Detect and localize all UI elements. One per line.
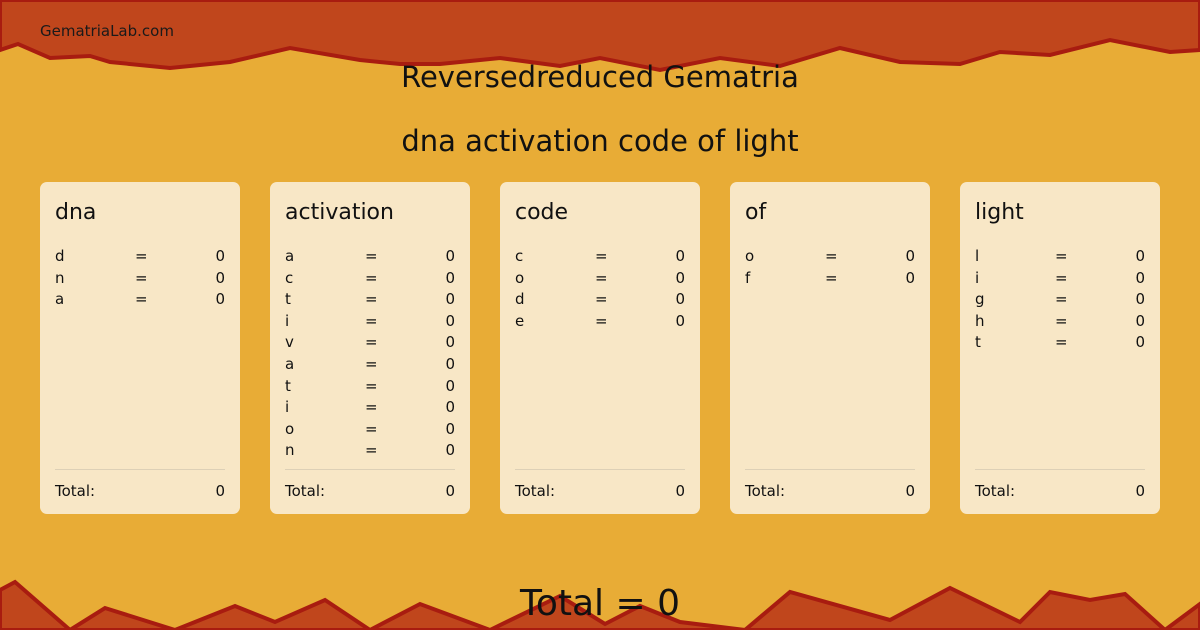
letter-row: a=0 <box>55 290 225 309</box>
word-card-code: code c=0 o=0 d=0 e=0 Total:0 <box>500 182 700 514</box>
letter-row: c=0 <box>285 268 455 287</box>
card-word: activation <box>285 200 394 225</box>
letter-row: d=0 <box>515 290 685 309</box>
letter-row: g=0 <box>975 290 1145 309</box>
word-card-activation: activation a=0 c=0 t=0 i=0 v=0 a=0 t=0 i… <box>270 182 470 514</box>
letter-row: e=0 <box>515 311 685 330</box>
card-word: code <box>515 200 569 225</box>
word-card-of: of o=0 f=0 Total:0 <box>730 182 930 514</box>
top-banner <box>0 0 1200 73</box>
letter-row: t=0 <box>975 333 1145 352</box>
letter-row: t=0 <box>285 376 455 395</box>
letter-row: o=0 <box>515 268 685 287</box>
card-total: Total:0 <box>515 469 685 500</box>
card-word: of <box>745 200 767 225</box>
bottom-banner <box>0 579 1200 630</box>
page-title: Reversedreduced Gematria <box>401 60 799 94</box>
letter-row: d=0 <box>55 247 225 265</box>
letter-row: l=0 <box>975 247 1145 265</box>
letter-row: o=0 <box>745 247 915 265</box>
letter-row: h=0 <box>975 311 1145 330</box>
letter-row: c=0 <box>515 247 685 265</box>
letter-row: n=0 <box>285 441 455 460</box>
letter-row: a=0 <box>285 247 455 265</box>
letter-row: n=0 <box>55 268 225 287</box>
card-total: Total:0 <box>285 469 455 500</box>
card-total: Total:0 <box>55 469 225 500</box>
letter-row: f=0 <box>745 268 915 287</box>
card-word: light <box>975 200 1024 225</box>
grand-total: Total = 0 <box>519 583 681 624</box>
letter-row: o=0 <box>285 419 455 438</box>
word-card-dna: dna d=0 n=0 a=0 Total:0 <box>40 182 240 514</box>
letter-row: t=0 <box>285 290 455 309</box>
phrase-heading: dna activation code of light <box>401 124 799 158</box>
word-card-light: light l=0 i=0 g=0 h=0 t=0 Total:0 <box>960 182 1160 514</box>
card-total: Total:0 <box>745 469 915 500</box>
card-word: dna <box>55 200 97 225</box>
card-total: Total:0 <box>975 469 1145 500</box>
letter-row: v=0 <box>285 333 455 352</box>
site-logo-link[interactable]: GematriaLab.com <box>40 22 174 40</box>
letter-row: i=0 <box>285 398 455 417</box>
letter-row: a=0 <box>285 354 455 373</box>
letter-row: i=0 <box>975 268 1145 287</box>
letter-row: i=0 <box>285 311 455 330</box>
